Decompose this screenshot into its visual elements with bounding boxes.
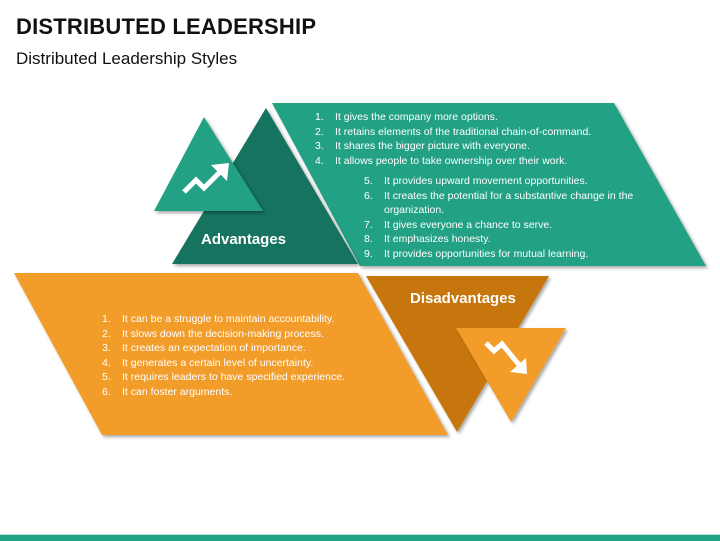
trend-up-arrow-icon <box>182 163 229 194</box>
list-item: 3.It shares the bigger picture with ever… <box>315 140 530 153</box>
list-item: 9.It provides opportunities for mutual l… <box>364 247 589 260</box>
list-item: 1.It gives the company more options. <box>315 111 498 123</box>
list-item: 7.It gives everyone a chance to serve. <box>364 218 553 231</box>
disadvantages-label: Disadvantages <box>410 290 516 307</box>
disadvantages-large-triangle <box>366 276 549 432</box>
list-item: 6.It can foster arguments. <box>102 385 233 398</box>
page-title: DISTRIBUTED LEADERSHIP <box>16 14 317 39</box>
list-item: 2.It retains elements of the traditional… <box>315 125 592 138</box>
list-item: 1.It can be a struggle to maintain accou… <box>102 313 335 325</box>
list-item: 4.It generates a certain level of uncert… <box>102 356 314 369</box>
disadvantages-text-panel <box>14 273 448 435</box>
list-item: 8.It emphasizes honesty. <box>364 233 491 246</box>
list-item: 3.It creates an expectation of importanc… <box>102 342 306 355</box>
footer-accent-bar <box>0 534 720 541</box>
advantages-small-triangle <box>154 117 263 211</box>
trend-down-arrow-icon <box>484 340 527 374</box>
advantages-list-2: 5.It provides upward movement opportunit… <box>364 174 664 262</box>
disadvantages-list: 1.It can be a struggle to maintain accou… <box>102 312 372 400</box>
list-item: 6.It creates the potential for a substan… <box>364 189 634 217</box>
advantages-list-1: 1.It gives the company more options. 2.I… <box>315 110 615 168</box>
advantages-text-panel <box>272 103 706 266</box>
advantages-large-triangle <box>172 108 358 264</box>
disadvantages-small-triangle <box>456 328 566 422</box>
list-item: 5.It requires leaders to have specified … <box>102 371 345 384</box>
list-item: 4.It allows people to take ownership ove… <box>315 154 568 167</box>
page-subtitle: Distributed Leadership Styles <box>16 49 238 68</box>
list-item: 2.It slows down the decision-making proc… <box>102 327 324 340</box>
list-item: 5.It provides upward movement opportunit… <box>364 175 588 187</box>
advantages-label: Advantages <box>201 231 287 248</box>
